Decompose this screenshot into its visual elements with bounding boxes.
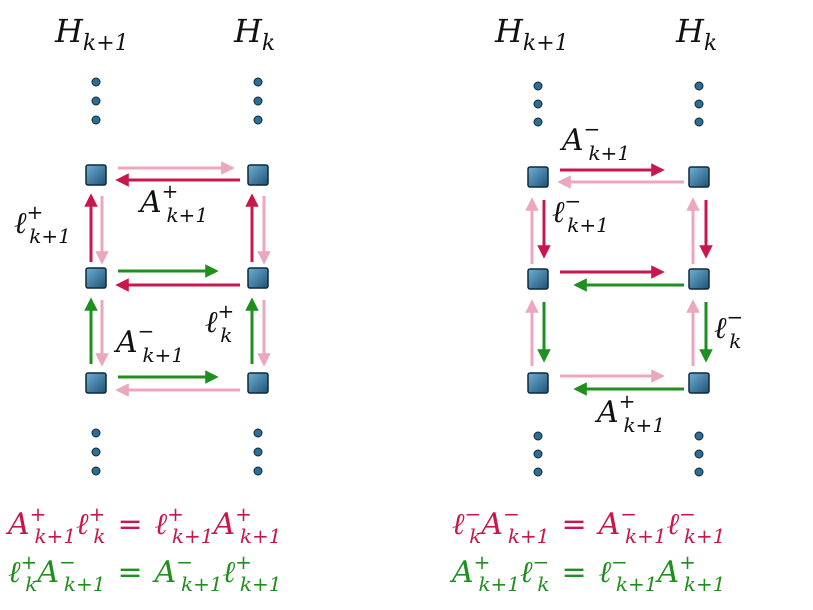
right-diagram: Hk+1 Hk <box>449 12 743 596</box>
left-ellipsis-bottom-a <box>91 428 101 476</box>
right-ellipsis-bottom-a <box>533 431 543 477</box>
left-label-A-minus: A−k+1 <box>113 319 184 367</box>
right-ellipsis-top-b <box>694 81 704 127</box>
left-ellipsis-top-a <box>91 77 101 125</box>
right-label-l-minus-k1: ℓ−k+1 <box>552 189 609 237</box>
right-label-A-plus: A+k+1 <box>594 389 665 437</box>
right-label-l-minus-k: ℓ−k <box>714 305 743 353</box>
right-col-header-Hk1: Hk+1 <box>494 12 569 56</box>
left-diagram: Hk+1 Hk <box>5 12 282 596</box>
left-label-A-plus: A+k+1 <box>137 179 208 227</box>
right-ellipsis-bottom-b <box>694 431 704 477</box>
right-node-mid-b <box>688 268 710 290</box>
left-label-l-plus-k1: ℓ+k+1 <box>14 200 71 248</box>
right-equation-2: A+k+1ℓ−k=ℓ−k+1A+k+1 <box>449 550 726 596</box>
left-equation-1: A+k+1ℓ+k=ℓ+k+1A+k+1 <box>5 502 282 548</box>
left-ellipsis-top-b <box>253 77 263 125</box>
right-node-top-b <box>688 166 710 188</box>
left-node-mid-b <box>247 267 269 289</box>
right-node-bot-a <box>527 372 549 394</box>
left-col-header-Hk1: Hk+1 <box>54 12 129 56</box>
right-col-header-Hk: Hk <box>675 12 717 56</box>
right-equation-1: ℓ−kA−k+1=A−k+1ℓ−k+1 <box>452 502 726 548</box>
right-label-A-minus: A−k+1 <box>559 117 630 165</box>
left-node-bot-b <box>247 372 269 394</box>
right-ellipsis-top-a <box>533 81 543 127</box>
left-ellipsis-bottom-b <box>253 428 263 476</box>
left-col-header-Hk: Hk <box>233 12 275 56</box>
left-label-l-plus-k: ℓ+k <box>205 299 234 347</box>
right-node-mid-a <box>527 268 549 290</box>
right-node-bot-b <box>688 372 710 394</box>
right-node-top-a <box>527 166 549 188</box>
left-equation-2: ℓ+kA−k+1=A−k+1ℓ+k+1 <box>8 550 282 596</box>
left-node-bot-a <box>85 372 107 394</box>
left-node-top-b <box>247 164 269 186</box>
left-node-mid-a <box>85 267 107 289</box>
left-node-top-a <box>85 164 107 186</box>
